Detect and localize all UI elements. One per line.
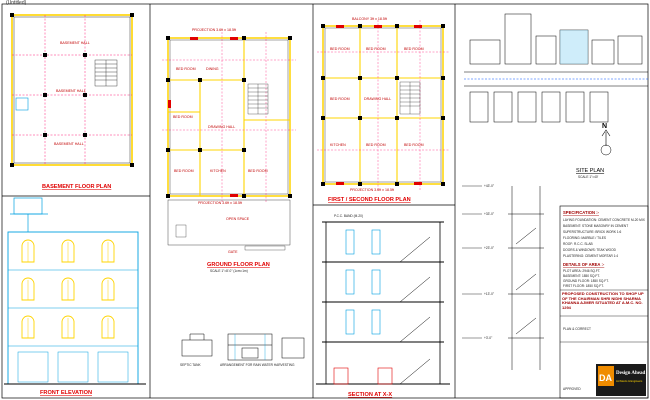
ground-room-label: BED ROOM <box>173 115 193 119</box>
design-ahead-logo: DA Design Ahead Architects & Engineers <box>596 364 646 396</box>
site-plan-scale: SCALE 1"=40' <box>578 175 599 179</box>
approved-label: APPROVED <box>563 387 581 391</box>
title-block[interactable]: SPECIFICATION :- LAYING FOUNDATION: CEME… <box>559 205 649 399</box>
spec-line: SUPERSTRUCTURE: BRICK WORK 1:6 <box>563 230 621 234</box>
section-title: SECTION AT X-X <box>348 392 392 398</box>
site-plan-title: SITE PLAN <box>576 168 604 174</box>
ground-gate-label: GATE <box>228 250 238 254</box>
spec-line: LAYING FOUNDATION: CEMENT CONCRETE M-20 … <box>563 218 646 222</box>
ground-room-label: BED ROOM <box>248 169 268 173</box>
first-room-label: BED ROOM <box>366 143 386 147</box>
ground-scale: SCALE 1"=8'-0" (1cm=1m) <box>210 269 248 273</box>
first-projection-top: BALCONY 3ft x 18.5ft <box>352 17 387 21</box>
basement-room-label: BASEMENT HALL <box>56 89 86 93</box>
front-elevation[interactable]: FRONT ELEVATION <box>4 197 146 396</box>
proposal-text: PROPOSED CONSTRUCTION TO SHOP UP OF THE … <box>562 292 644 310</box>
area-line: BASEMENT: 1850 SQ.FT. <box>563 274 600 278</box>
basement-room-label: BASEMENT HALL <box>60 41 90 45</box>
ground-room-label: KITCHEN <box>210 169 226 173</box>
level-label: +33'-0" <box>484 212 494 216</box>
ground-room-label: DINING <box>206 67 219 71</box>
first-room-label: BED ROOM <box>330 97 350 101</box>
logo-tagline: Architects & Engineers <box>616 379 643 383</box>
spec-line: BASEMENT: STONE MASONRY IN CEMENT <box>563 224 628 228</box>
area-line: FIRST FLOOR: 1850 SQ.FT. <box>563 284 604 288</box>
ground-room-label: BED ROOM <box>174 169 194 173</box>
detail-drawings[interactable]: SEPTIC TANK ARRANGEMENT FOR RAIN WATER H… <box>180 333 305 367</box>
basement-room-label: BASEMENT HALL <box>54 142 84 146</box>
detail-label: SEPTIC TANK <box>180 363 201 367</box>
first-room-label: KITCHEN <box>330 143 346 147</box>
level-label: +23'-0" <box>484 246 494 250</box>
ground-floor-plan[interactable]: BED ROOM DINING BED ROOM DRAWING HALL BE… <box>162 28 296 273</box>
area-heading: DETAILS OF AREA :- <box>563 262 605 267</box>
basement-title: BASEMENT FLOOR PLAN <box>42 184 111 190</box>
level-label: +43'-0" <box>484 184 494 188</box>
sheet-frames <box>1 3 649 399</box>
first-room-label: BED ROOM <box>366 47 386 51</box>
first-title: FIRST / SECOND FLOOR PLAN <box>328 197 411 203</box>
spec-line: PLASTERING: CEMENT MORTAR 1:4 <box>563 254 618 258</box>
ground-projection-bottom: PROJECTION 3.6ft x 18.5ft <box>198 201 242 205</box>
ground-projection-top: PROJECTION 3.6ft x 18.5ft <box>192 28 236 32</box>
level-markers: +43'-0" +33'-0" +23'-0" +13'-0" +3'-0" <box>462 184 544 370</box>
area-line: GROUND FLOOR: 1850 SQ.FT. <box>563 279 609 283</box>
site-plan[interactable]: N SITE PLAN SCALE 1"=40' <box>464 13 648 179</box>
first-room-label: BED ROOM <box>404 143 424 147</box>
first-room-label: BED ROOM <box>404 47 424 51</box>
north-arrow-label: N <box>602 123 607 130</box>
level-label: +13'-0" <box>484 292 494 296</box>
section-band-label: P.C.C. BAND (M-20) <box>334 214 363 218</box>
window-title: (Untitled) <box>6 0 27 6</box>
detail-label: ARRANGEMENT FOR RAIN WATER HARVESTING <box>220 363 295 367</box>
first-projection-bottom: PROJECTION 3.6ft x 18.5ft <box>350 188 394 192</box>
section-xx[interactable]: P.C.C. BAND (M-20) SECTION AT X-X <box>316 214 450 398</box>
first-room-label: DRAWING HALL <box>364 97 391 101</box>
ground-title: GROUND FLOOR PLAN <box>207 262 270 268</box>
front-elevation-title: FRONT ELEVATION <box>40 390 92 396</box>
logo-name: Design Ahead <box>616 371 646 376</box>
ground-room-label: BED ROOM <box>176 67 196 71</box>
ground-room-label: OPEN SPACE <box>226 217 250 221</box>
first-floor-plan[interactable]: BED ROOM BED ROOM BED ROOM DRAWING HALL … <box>317 17 449 203</box>
first-room-label: BED ROOM <box>330 47 350 51</box>
spec-line: ROOF: R.C.C. SLAB <box>563 242 593 246</box>
spec-line: FLOORING: MARBLE / TILES <box>563 236 606 240</box>
spec-heading: SPECIFICATION :- <box>563 210 600 215</box>
level-label: +3'-0" <box>484 336 492 340</box>
logo-mark: DA <box>599 373 612 383</box>
spec-line: DOORS & WINDOWS: TEAK WOOD <box>563 248 617 252</box>
area-line: PLOT AREA: 2946 SQ.FT. <box>563 269 600 273</box>
basement-floor-plan[interactable]: BASEMENT HALL BASEMENT HALL BASEMENT HAL… <box>10 13 134 190</box>
ground-room-label: DRAWING HALL <box>208 125 235 129</box>
plan-label: PLAN & CORRECT <box>563 327 591 331</box>
